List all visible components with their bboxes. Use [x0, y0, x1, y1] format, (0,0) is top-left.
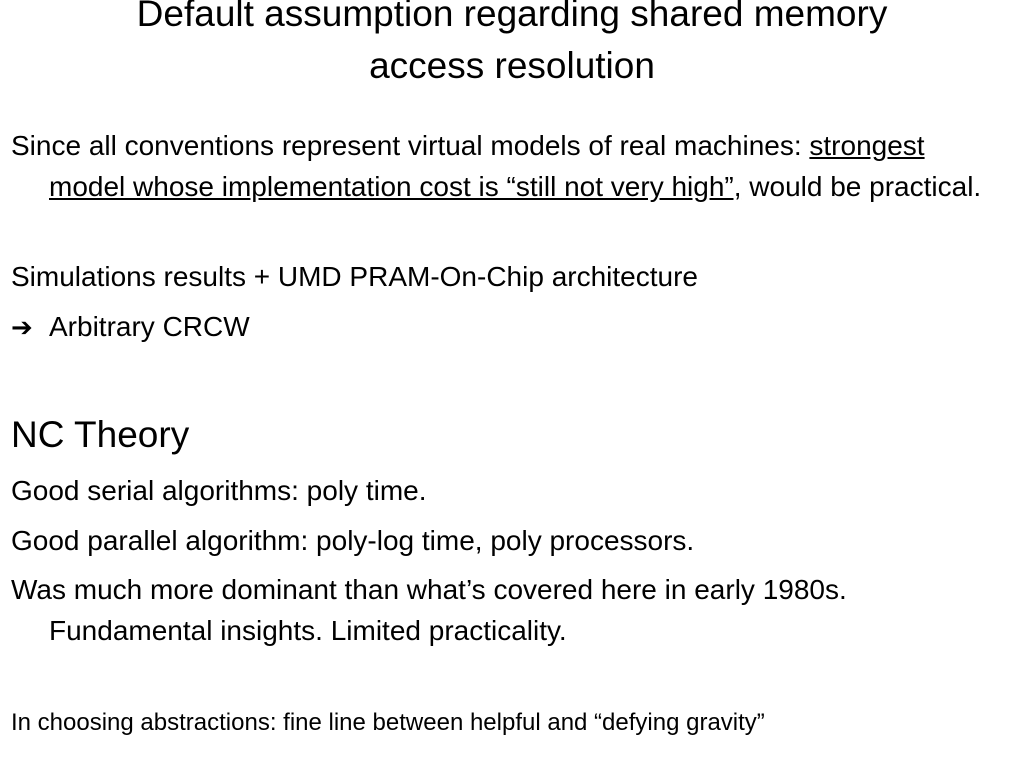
bullet-conventions: Since all conventions represent virtual …	[11, 125, 1001, 207]
bullet-dominant-1980s: Was much more dominant than what’s cover…	[11, 574, 847, 646]
bullet-parallel-algorithm: Good parallel algorithm: poly-log time, …	[11, 525, 695, 556]
bullet-conventions-tail: would be practical.	[741, 171, 982, 202]
slide-title-line-1: Default assumption regarding shared memo…	[136, 0, 888, 34]
bullet-serial-algorithms: Good serial algorithms: poly time.	[11, 475, 427, 506]
bullet-arbitrary-crcw: ➔ Arbitrary CRCW	[11, 306, 1001, 349]
section-heading-nc-theory: NC Theory	[11, 414, 190, 455]
bullet-conventions-underlined: strongest model whose implementation cos…	[49, 130, 925, 202]
bullet-simulations: Simulations results + UMD PRAM-On-Chip a…	[11, 261, 698, 292]
slide-title: Default assumption regarding shared memo…	[0, 0, 1024, 92]
arbitrary-crcw-text: Arbitrary CRCW	[49, 311, 250, 342]
right-arrow-icon: ➔	[11, 313, 33, 343]
slide-title-line-2: access resolution	[369, 45, 655, 86]
bullet-conventions-lead: Since all conventions represent virtual …	[11, 130, 810, 161]
footer-note-abstractions: In choosing abstractions: fine line betw…	[11, 709, 765, 736]
